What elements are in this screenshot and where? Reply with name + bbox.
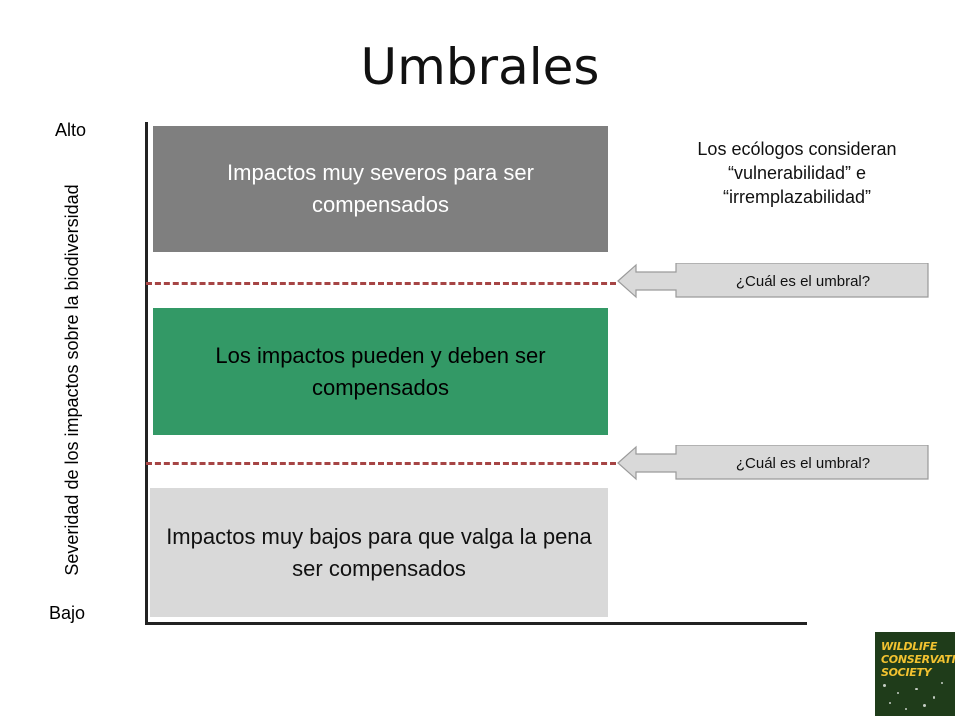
logo-line-3: SOCIETY — [881, 666, 932, 679]
vertical-axis — [145, 122, 148, 624]
logo-speckle — [941, 682, 943, 684]
logo-speckle — [933, 696, 935, 699]
horizontal-axis — [145, 622, 807, 625]
band-low-impact: Impactos muy bajos para que valga la pen… — [150, 488, 608, 617]
logo-line-2: CONSERVATION — [881, 653, 955, 666]
ecologists-note: Los ecólogos consideran “vulnerabilidad”… — [697, 139, 897, 207]
axis-high-label: Alto — [55, 120, 87, 140]
threshold-callout-lower: ¿Cuál es el umbral? — [616, 445, 930, 481]
threshold-callout-upper: ¿Cuál es el umbral? — [616, 263, 930, 299]
logo-speckle — [883, 684, 886, 687]
logo-speckle — [897, 692, 899, 694]
left-arrow-callout-icon — [617, 263, 929, 299]
page-title: Umbrales — [360, 38, 600, 96]
logo-speckle — [915, 688, 918, 690]
band-high-impact: Impactos muy severos para ser compensado… — [153, 126, 608, 252]
threshold-line-lower — [146, 462, 616, 465]
threshold-callout-lower-text: ¿Cuál es el umbral? — [735, 454, 871, 472]
wcs-logo: WILDLIFE CONSERVATION SOCIETY — [875, 632, 955, 716]
band-low-text: Impactos muy bajos para que valga la pen… — [166, 523, 592, 581]
logo-speckle — [905, 708, 907, 710]
band-mid-text: Los impactos pueden y deben ser compensa… — [215, 342, 546, 400]
axis-low-label: Bajo — [49, 603, 86, 623]
band-high-text: Impactos muy severos para ser compensado… — [227, 160, 534, 217]
y-axis-label: Severidad de los impactos sobre la biodi… — [62, 184, 82, 576]
band-mid-impact: Los impactos pueden y deben ser compensa… — [153, 308, 608, 435]
logo-speckle — [889, 702, 891, 704]
logo-line-1: WILDLIFE — [881, 640, 938, 653]
threshold-callout-upper-text: ¿Cuál es el umbral? — [735, 272, 871, 290]
threshold-line-upper — [146, 282, 616, 285]
logo-speckle — [923, 704, 926, 707]
left-arrow-callout-icon — [617, 445, 929, 481]
